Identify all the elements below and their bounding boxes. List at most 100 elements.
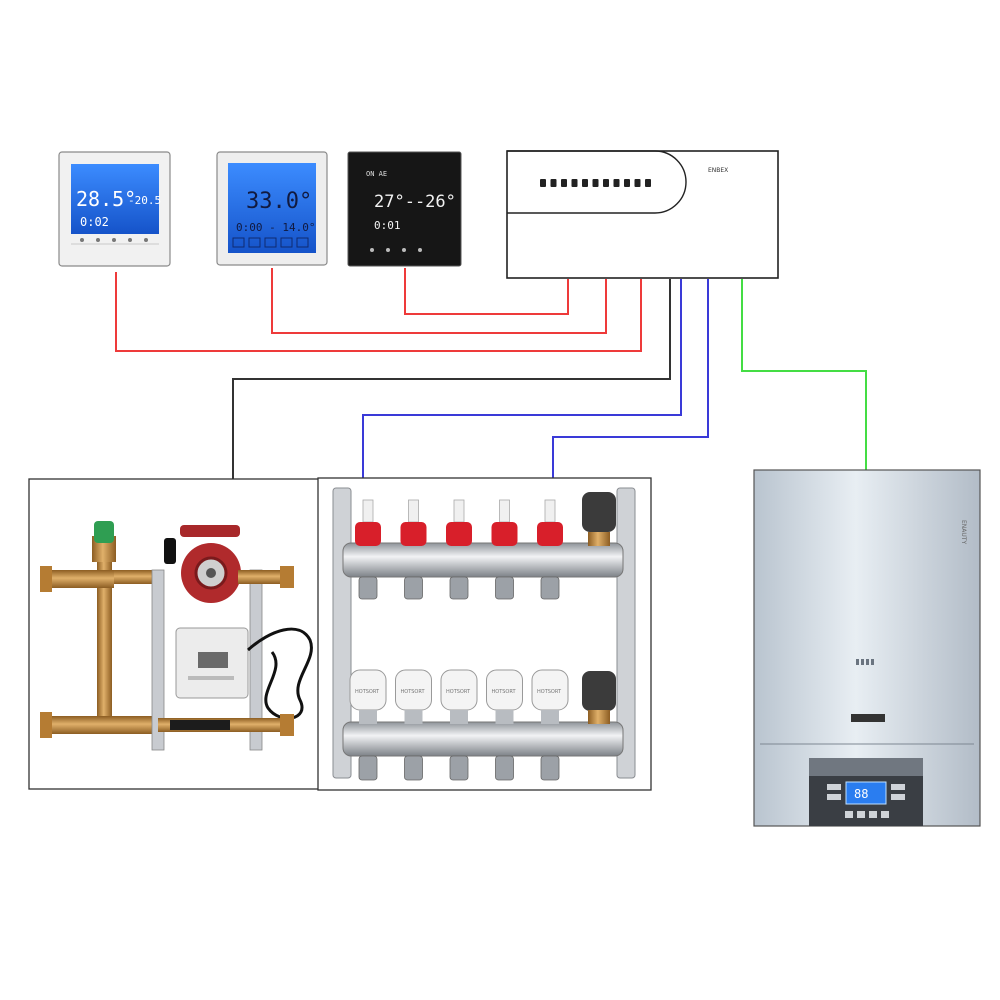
thermostat-1: 28.5° -20.5 0:02 [58, 151, 171, 267]
boiler-button-left-top[interactable] [827, 784, 841, 790]
return-outlet [404, 755, 423, 781]
pump-group-frame [28, 478, 322, 790]
controller-terminal [592, 179, 599, 187]
thermostat-1-button[interactable] [96, 238, 100, 242]
controller-terminal [540, 179, 546, 187]
thermostat-1-wire [115, 272, 642, 352]
gas-boiler: ENAUTY 88 [753, 469, 981, 827]
boiler-button[interactable] [881, 811, 889, 818]
thermostat-3-button[interactable] [418, 248, 422, 252]
controller-brand: ENBEX [708, 167, 728, 174]
controller-terminal-cover [507, 150, 687, 214]
thermostat-2-button[interactable] [248, 237, 261, 248]
flow-meter[interactable] [400, 522, 427, 546]
boiler-button[interactable] [869, 811, 877, 818]
thermostat-3-header: ON AE [366, 170, 387, 178]
flow-meter-sight-glass [408, 499, 419, 523]
thermostat-3-button[interactable] [370, 248, 374, 252]
pump-control-wire [232, 279, 671, 510]
thermostat-2-button[interactable] [232, 237, 245, 248]
actuator-base [495, 710, 514, 724]
thermostat-3-temp: 27°--26° [374, 192, 456, 212]
actuator-label: HOTSORT [355, 689, 380, 695]
controller-terminal [571, 179, 578, 187]
flow-meter[interactable] [537, 522, 563, 546]
flow-meter-sight-glass [362, 499, 374, 523]
return-outlet [358, 755, 378, 781]
supply-outlet [540, 576, 560, 600]
boiler-indicator-light [856, 659, 859, 665]
air-vent-top [582, 492, 616, 546]
supply-outlet [449, 576, 469, 600]
flow-meter-sight-glass [499, 499, 510, 523]
thermostat-3-body [347, 151, 462, 267]
flow-meter[interactable] [446, 522, 472, 546]
boiler-control-wire [741, 279, 867, 470]
thermostat-2-schedule: 0:00 - 14.0° [236, 221, 315, 234]
supply-outlet [404, 576, 423, 600]
thermostat-2-buttons[interactable] [232, 237, 309, 248]
temperature-sensor-sleeve [170, 720, 230, 730]
thermostat-2-button[interactable] [296, 237, 309, 248]
actuator-label: HOTSORT [446, 689, 471, 695]
controller-terminal [645, 179, 651, 187]
return-outlet [540, 755, 560, 781]
thermostat-3-button[interactable] [386, 248, 390, 252]
boiler-button[interactable] [857, 811, 865, 818]
pump-control-box [175, 627, 249, 699]
flow-meter-sight-glass [453, 499, 465, 523]
thermostat-1-button[interactable] [80, 238, 84, 242]
mixing-valve-green-cap [94, 521, 114, 543]
thermostat-2: 33.0° 0:00 - 14.0° [216, 151, 328, 266]
actuator-label: HOTSORT [537, 689, 562, 695]
pump-control-display [198, 652, 228, 668]
thermostat-2-temp: 33.0° [246, 189, 312, 214]
controller-terminal [561, 179, 567, 187]
boiler-side-brand: ENAUTY [960, 520, 967, 544]
controller-terminal [634, 179, 641, 187]
supply-outlet [358, 576, 378, 600]
thermostat-1-temp: 28.5° [76, 187, 136, 211]
return-outlet [449, 755, 469, 781]
controller-terminals [540, 179, 651, 187]
thermostat-1-button[interactable] [112, 238, 116, 242]
thermostat-3: ON AE 27°--26° 0:01 [347, 151, 462, 267]
thermostat-2-wire [271, 268, 607, 334]
actuator-base [541, 710, 559, 724]
controller-body [506, 150, 779, 279]
thermostat-2-button[interactable] [280, 237, 293, 248]
supply-manifold-bar [342, 542, 624, 578]
boiler-button-left-bottom[interactable] [827, 794, 841, 800]
controller-terminal [613, 179, 620, 187]
thermostat-1-setpoint: -20.5 [128, 194, 161, 207]
thermostat-1-button[interactable] [128, 238, 132, 242]
boiler-button-right-bottom[interactable] [891, 794, 905, 800]
flow-meter[interactable] [355, 522, 381, 546]
mixing-valve [40, 521, 162, 738]
actuator-base [450, 710, 468, 724]
flow-meter[interactable] [491, 522, 518, 546]
boiler-button-right-top[interactable] [891, 784, 905, 790]
boiler-indicator-lights [856, 659, 874, 665]
thermostat-2-button[interactable] [264, 237, 277, 248]
thermostat-3-button[interactable] [402, 248, 406, 252]
circulation-pump [164, 525, 294, 603]
boiler-indicator-light [861, 659, 864, 665]
air-vent-bottom [582, 671, 616, 724]
flow-meter-sight-glass [544, 499, 556, 523]
thermostat-1-buttons[interactable] [80, 238, 148, 242]
thermostat-3-buttons[interactable] [370, 248, 422, 252]
boiler-indicator-light [866, 659, 869, 665]
boiler-bottom-buttons[interactable] [845, 811, 889, 818]
controller-terminal [582, 179, 588, 187]
thermostat-1-button[interactable] [144, 238, 148, 242]
thermostat-1-screen [71, 164, 159, 234]
thermostat-3-time: 0:01 [374, 219, 401, 232]
thermostat-3-wire [404, 268, 569, 315]
return-outlet [495, 755, 514, 781]
power-cable [246, 627, 313, 720]
controller-terminal [550, 179, 557, 187]
boiler-button[interactable] [845, 811, 853, 818]
